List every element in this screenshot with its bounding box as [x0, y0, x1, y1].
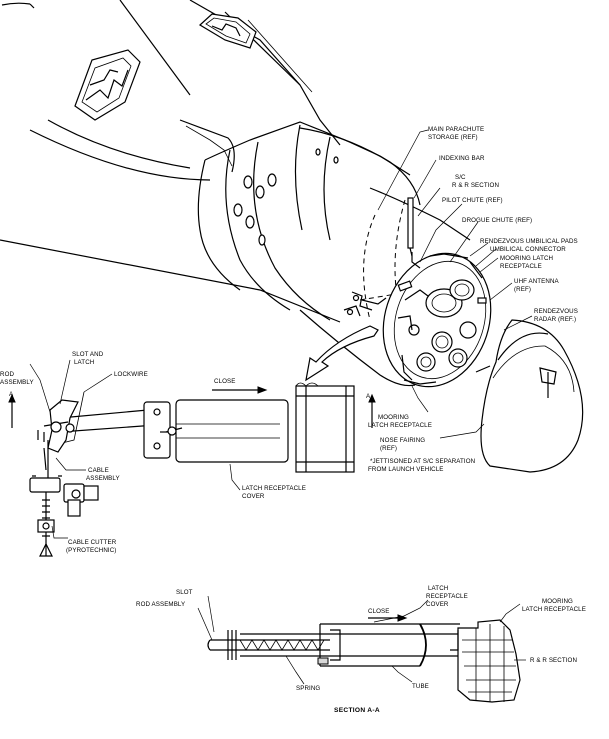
- label-uhf-antenna-1: UHF ANTENNA: [514, 278, 560, 285]
- label-uhf-antenna-2: (REF): [514, 286, 531, 293]
- label-main-parachute-2: STORAGE (REF): [428, 134, 478, 141]
- label-indexing-bar: INDEXING BAR: [439, 155, 485, 162]
- label-latch-cover-a1: LATCH: [428, 585, 448, 592]
- label-mooring-a2: LATCH RECEPTACLE: [522, 606, 586, 613]
- label-rod-assembly-a: ROD ASSEMBLY: [136, 601, 185, 608]
- label-slot-a: SLOT: [176, 589, 193, 596]
- label-rr-section-a: R & R SECTION: [530, 657, 577, 664]
- label-pilot-chute: PILOT CHUTE (REF): [442, 197, 503, 204]
- window-emblem-right: [199, 13, 257, 49]
- label-cable-cutter-1: CABLE CUTTER: [68, 539, 117, 546]
- label-mooring-a1: MOORING: [542, 598, 573, 605]
- label-latch-cover-a2: RECEPTACLE: [426, 593, 468, 600]
- label-rod-2: ASSEMBLY: [0, 379, 34, 386]
- label-cable-2: ASSEMBLY: [86, 475, 120, 482]
- rr-section-face: [343, 252, 492, 388]
- label-mooring-b1: MOORING: [378, 414, 409, 421]
- label-spring: SPRING: [296, 685, 320, 692]
- label-slot-and-latch-1: SLOT AND: [72, 351, 104, 358]
- label-latch-cover-2: COVER: [242, 493, 265, 500]
- label-sc-1: S/C: [455, 174, 466, 181]
- detail-callout-arrow: [305, 325, 379, 382]
- label-latch-cover-a3: COVER: [426, 601, 449, 608]
- label-jettisoned-1: *JETTISONED AT S/C SEPARATION: [370, 458, 475, 465]
- label-mooring-latch-2: RECEPTACLE: [500, 263, 542, 270]
- indexing-bar: [407, 197, 414, 257]
- label-rendezvous-radar-1: RENDEZVOUS: [534, 308, 578, 315]
- label-drogue-chute: DROGUE CHUTE (REF): [462, 217, 532, 224]
- label-slot-and-latch-2: LATCH: [74, 359, 94, 366]
- latch-detail: [8, 382, 376, 557]
- label-nose-fairing-2: (REF): [380, 445, 397, 452]
- label-mooring-b2: LATCH RECEPTACLE: [368, 422, 432, 429]
- spacecraft-body: [0, 0, 471, 387]
- nose-fairing: [475, 319, 584, 473]
- label-section-a-left: A: [9, 391, 14, 398]
- label-section-a-right: A: [366, 393, 371, 400]
- label-mooring-latch-1: MOORING LATCH: [500, 255, 553, 262]
- section-a-a: [207, 614, 521, 703]
- label-lockwire: LOCKWIRE: [114, 371, 148, 378]
- label-sc-2: R & R SECTION: [452, 182, 499, 189]
- label-close-a: CLOSE: [368, 608, 389, 615]
- label-rendezvous-pads: RENDEZVOUS UMBILICAL PADS: [480, 238, 578, 245]
- label-rod-1: ROD: [0, 371, 14, 378]
- label-close-top: CLOSE: [214, 378, 235, 385]
- window-emblem-left: [74, 49, 141, 121]
- label-jettisoned-2: FROM LAUNCH VEHICLE: [368, 466, 443, 473]
- callout-labels: MAIN PARACHUTE STORAGE (REF) INDEXING BA…: [0, 126, 586, 714]
- label-rendezvous-radar-2: RADAR (REF.): [534, 316, 576, 323]
- label-nose-fairing-1: NOSE FAIRING: [380, 437, 425, 444]
- label-umbilical-connector: UMBILICAL CONNECTOR: [490, 246, 566, 253]
- label-tube: TUBE: [412, 683, 429, 690]
- leader-lines: [29, 129, 533, 685]
- label-main-parachute-1: MAIN PARACHUTE: [428, 126, 484, 133]
- label-cable-1: CABLE: [88, 467, 109, 474]
- section-title: SECTION A-A: [334, 707, 380, 714]
- label-cable-cutter-2: (PYROTECHNIC): [66, 547, 116, 554]
- label-latch-cover-1: LATCH RECEPTACLE: [242, 485, 306, 492]
